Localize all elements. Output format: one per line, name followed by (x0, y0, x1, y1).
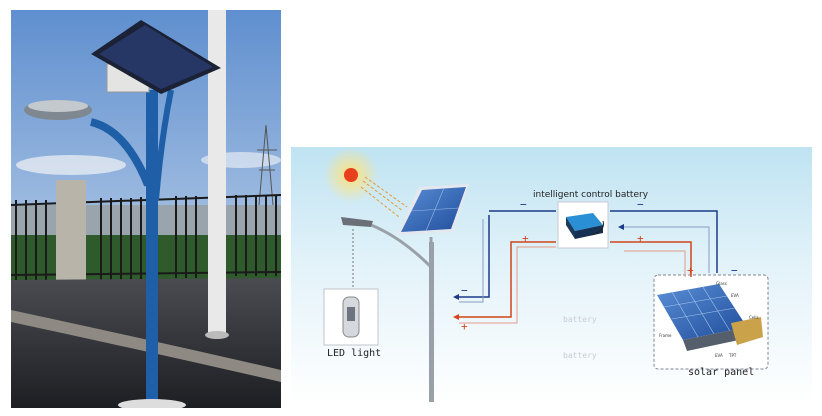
negative-sign: − (461, 284, 468, 297)
led-lamp-icon (342, 296, 360, 338)
part-eva-label: EVA (731, 293, 739, 298)
part-glass-label: Glass (716, 281, 727, 286)
positive-sign: + (522, 232, 529, 245)
part-cells-label: Cells (749, 315, 759, 320)
system-diagram: intelligent control battery LED light so… (291, 147, 812, 403)
positive-sign: + (637, 232, 644, 245)
positive-sign: + (461, 320, 468, 333)
negative-sign: − (520, 198, 527, 211)
led-light-label: LED light (327, 348, 382, 359)
ghost-label: battery (563, 351, 597, 360)
part-eva2-label: EVA (715, 353, 723, 358)
part-tpt-label: TPT (729, 353, 737, 358)
pole-solar-panel-icon (397, 184, 469, 235)
solar-panel-label: solar panel (688, 367, 755, 378)
solar-module-icon (657, 284, 763, 351)
negative-sign: − (637, 198, 644, 211)
street-light-photo (11, 10, 281, 408)
controller-icon (566, 213, 604, 239)
positive-sign: + (687, 264, 694, 277)
part-frame-label: Frame (659, 333, 672, 338)
sun-icon (323, 147, 379, 203)
negative-sign: − (731, 264, 738, 277)
controller-label: intelligent control battery (533, 190, 649, 200)
ghost-label: battery (563, 315, 597, 324)
